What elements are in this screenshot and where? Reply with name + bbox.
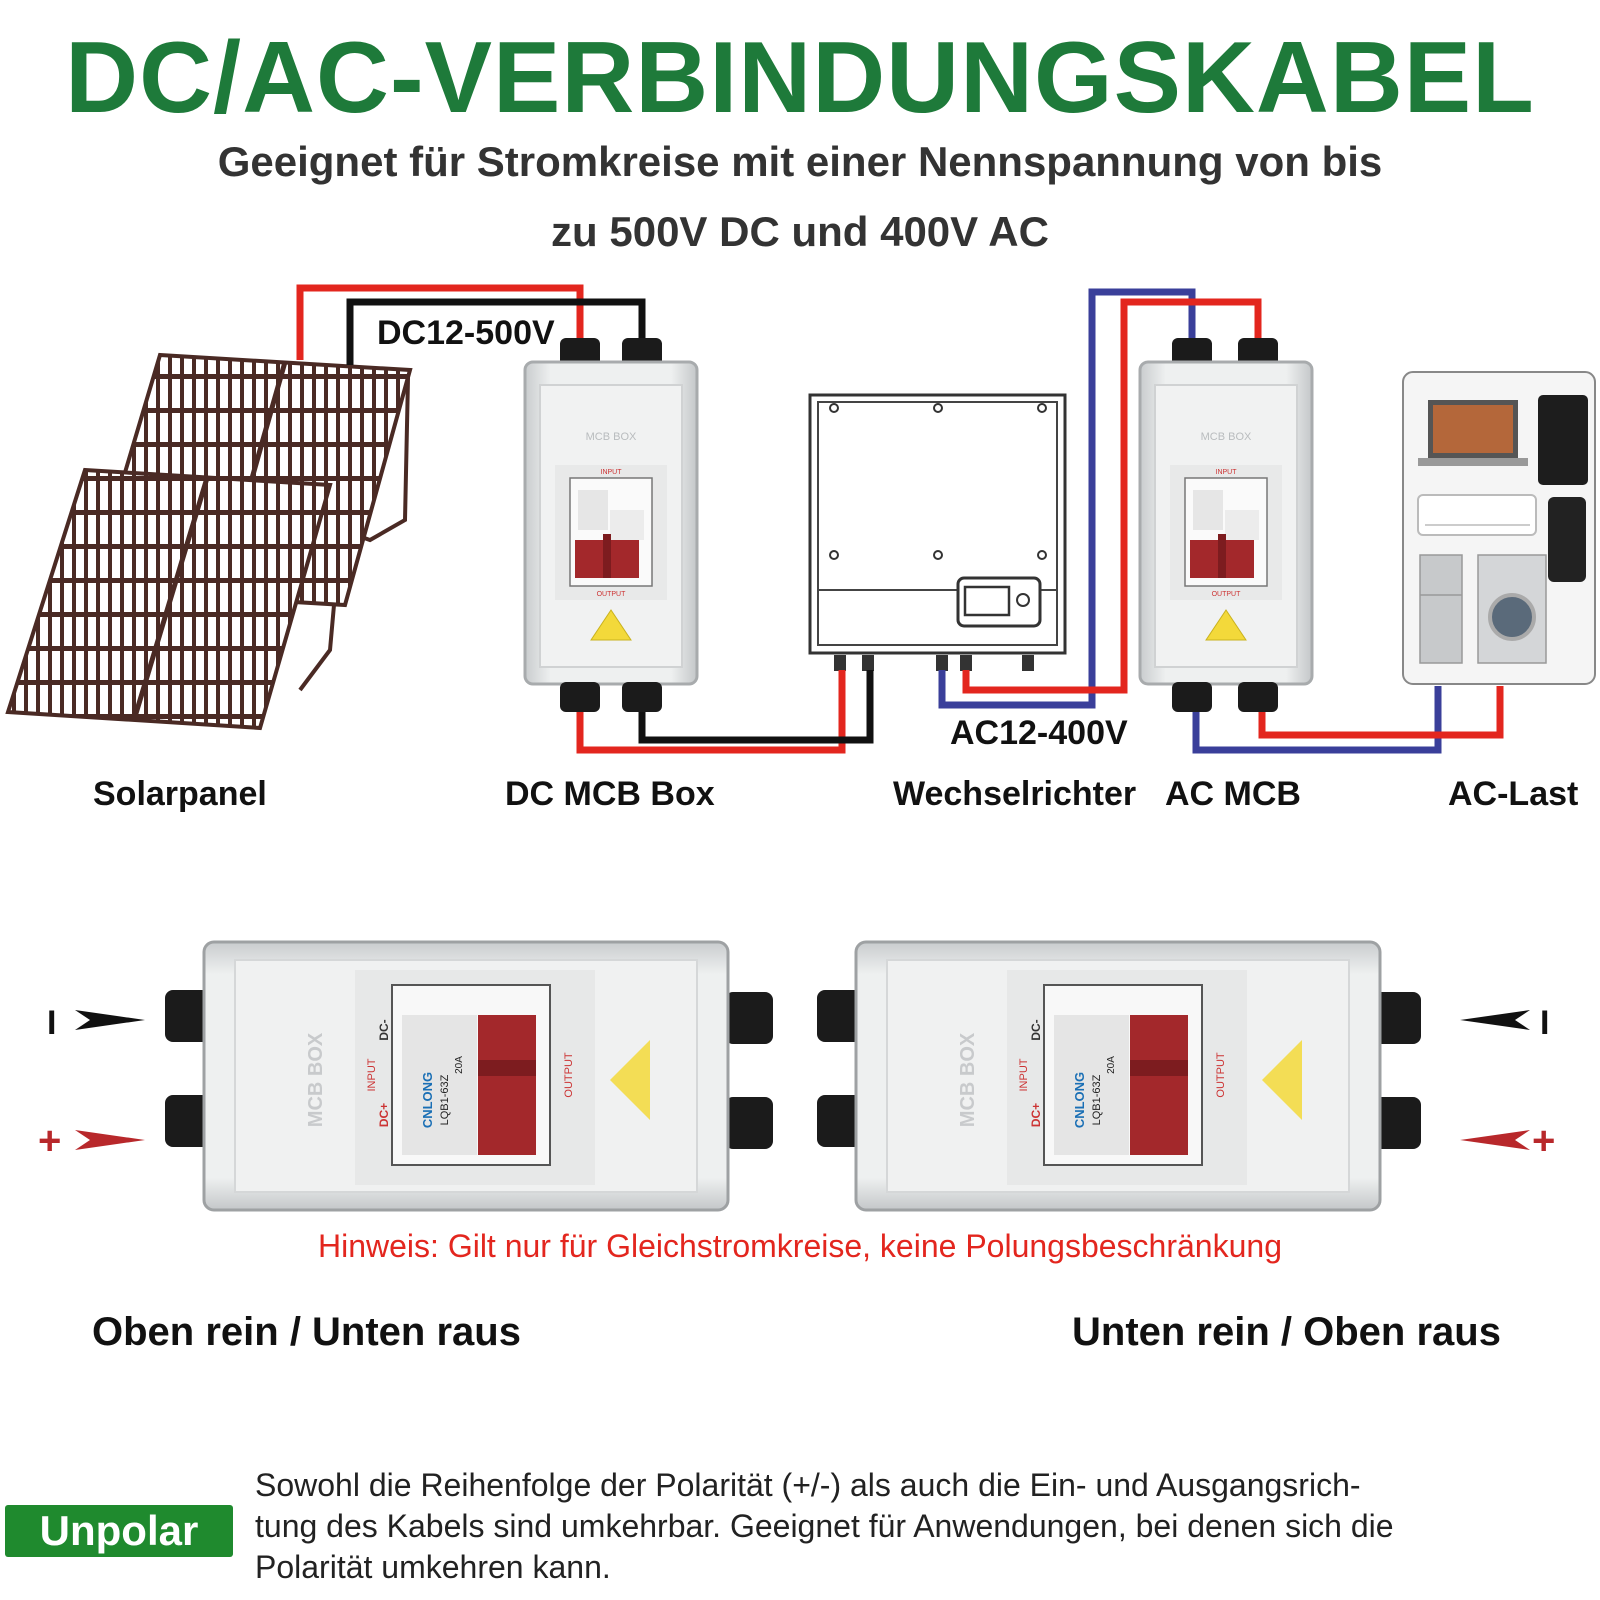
label-solarpanel: Solarpanel: [93, 775, 267, 813]
right-box-input-label: INPUT: [1018, 1058, 1030, 1091]
ac-box-input-label: INPUT: [1216, 469, 1238, 476]
dc-box-input-label: INPUT: [601, 469, 623, 476]
unpolar-badge: Unpolar: [5, 1505, 233, 1557]
ac-voltage-label: AC12-400V: [950, 714, 1128, 752]
left-box-output-label: OUTPUT: [563, 1052, 575, 1098]
right-box-output-label: OUTPUT: [1215, 1052, 1227, 1098]
dc-minus-wire-bottom: [638, 670, 874, 744]
left-box-dc-minus-in: DC-: [377, 1019, 391, 1040]
minus-sign-left: I: [47, 1004, 56, 1042]
unpolar-line-2: tung des Kabels sind umkehrbar. Geeignet…: [255, 1508, 1394, 1544]
solar-panel: [5, 352, 413, 731]
right-breaker-brand: CNLONG: [1072, 1072, 1087, 1128]
left-box-dc-plus-in: DC+: [377, 1103, 391, 1127]
note-text: Hinweis: Gilt nur für Gleichstromkreise,…: [318, 1228, 1282, 1264]
mcb-box-left: [165, 940, 773, 1212]
label-ac-mcb: AC MCB: [1165, 775, 1301, 813]
ac-box-output-label: OUTPUT: [1212, 591, 1242, 598]
dc-plus-wire-top: [296, 284, 584, 360]
left-box-input-label: INPUT: [366, 1058, 378, 1091]
unpolar-line-3: Polarität umkehren kann.: [255, 1549, 611, 1585]
dc-box-output-label: OUTPUT: [597, 591, 627, 598]
arrow-minus-right-icon: [1460, 1010, 1530, 1030]
arrow-plus-left-icon: [75, 1130, 145, 1150]
ac-neutral-wire-bottom: [1192, 686, 1442, 754]
plus-sign-right: +: [1532, 1119, 1555, 1163]
subtitle-line-2: zu 500V DC und 400V AC: [551, 208, 1049, 255]
left-breaker-rating: 20A: [454, 1056, 465, 1074]
ac-line-wire-bottom: [1258, 686, 1504, 739]
ac-load-panel: [1402, 371, 1596, 685]
arrow-plus-right-icon: [1460, 1130, 1530, 1150]
label-wechselrichter: Wechselrichter: [893, 775, 1137, 813]
dc-plus-wire-bottom: [576, 670, 846, 754]
left-box-print-label: MCB BOX: [305, 1032, 327, 1127]
right-box-print-label: MCB BOX: [957, 1032, 979, 1127]
plus-sign-left: +: [38, 1119, 61, 1163]
subtitle-line-1: Geeignet für Stromkreise mit einer Nenns…: [217, 138, 1383, 185]
label-dc-mcb-box: DC MCB Box: [505, 775, 715, 813]
right-breaker-rating: 20A: [1106, 1056, 1117, 1074]
mode-left-label: Oben rein / Unten raus: [92, 1310, 521, 1354]
dc-mcb-box: [523, 338, 699, 712]
dc-voltage-label: DC12-500V: [377, 314, 555, 352]
page-title: DC/AC-VERBINDUNGSKABEL: [65, 22, 1535, 134]
right-box-dc-minus-in: DC-: [1029, 1019, 1043, 1040]
minus-sign-right: I: [1540, 1004, 1549, 1042]
left-breaker-model: LQB1-63Z: [439, 1074, 451, 1125]
label-ac-last: AC-Last: [1448, 775, 1579, 813]
ac-line-wire-top: [962, 298, 1262, 694]
ac-mcb-box: [1138, 338, 1314, 712]
ac-box-print-label: MCB BOX: [1201, 431, 1252, 443]
unpolar-description: Sowohl die Reihenfolge der Polarität (+/…: [255, 1465, 1595, 1588]
inverter: [808, 393, 1067, 671]
dc-minus-wire-top: [346, 298, 646, 365]
right-breaker-model: LQB1-63Z: [1091, 1074, 1103, 1125]
mcb-box-right: [817, 940, 1421, 1212]
mode-right-label: Unten rein / Oben raus: [1072, 1310, 1501, 1354]
arrow-minus-left-icon: [75, 1010, 145, 1030]
right-box-dc-plus-in: DC+: [1029, 1103, 1043, 1127]
dc-box-print-label: MCB BOX: [586, 431, 637, 443]
left-breaker-brand: CNLONG: [420, 1072, 435, 1128]
unpolar-line-1: Sowohl die Reihenfolge der Polarität (+/…: [255, 1467, 1361, 1503]
